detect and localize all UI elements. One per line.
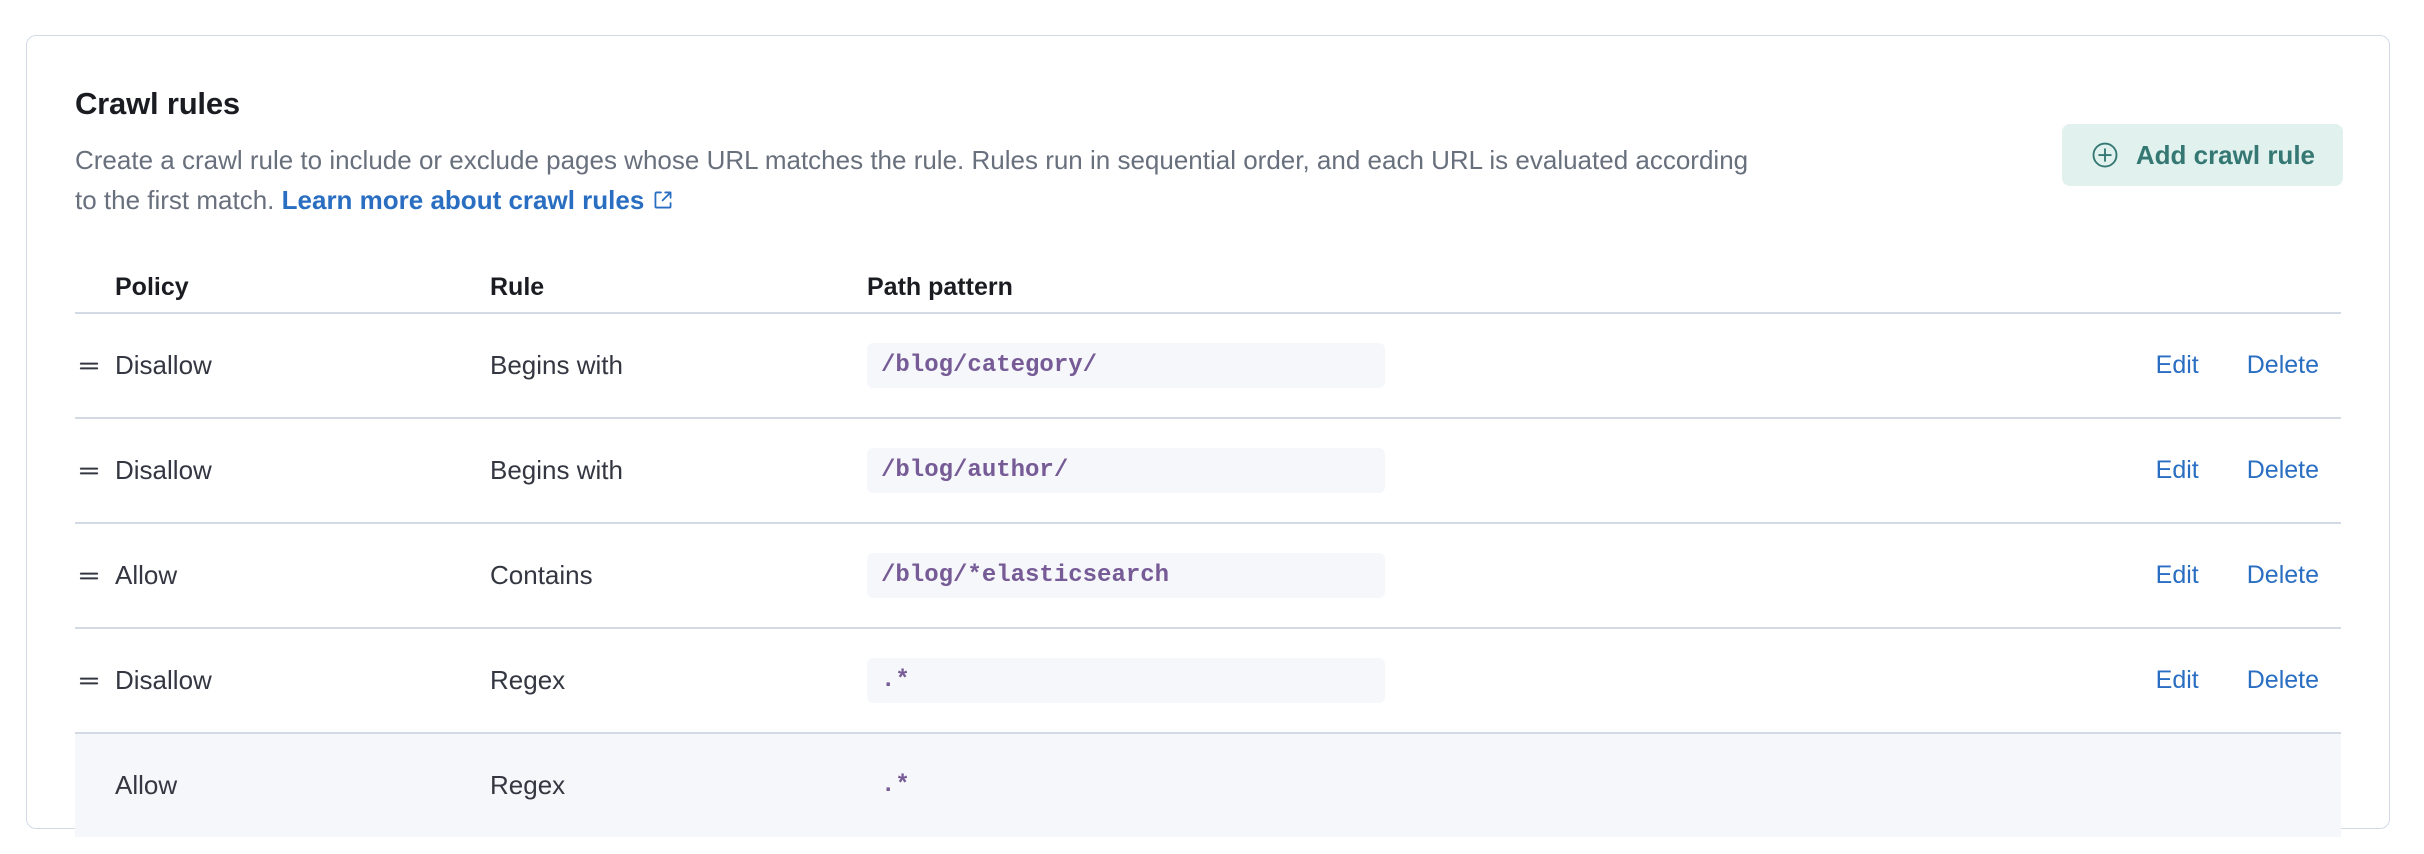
cell-actions: Edit Delete bbox=[2051, 666, 2341, 695]
drag-handle-icon[interactable] bbox=[75, 562, 103, 590]
cell-path-pattern: /blog/*elasticsearch bbox=[867, 553, 2051, 598]
description-text: Create a crawl rule to include or exclud… bbox=[75, 145, 1749, 215]
edit-link[interactable]: Edit bbox=[2155, 666, 2199, 694]
cell-policy: Disallow bbox=[115, 665, 212, 695]
path-pattern-value: .* bbox=[867, 658, 1385, 703]
row-handle-cell bbox=[75, 457, 115, 485]
row-handle-cell bbox=[75, 562, 115, 590]
cell-rule: Regex bbox=[490, 665, 566, 695]
cell-rule: Begins with bbox=[490, 350, 623, 380]
drag-handle-icon[interactable] bbox=[75, 457, 103, 485]
path-pattern-value: /blog/*elasticsearch bbox=[867, 553, 1385, 598]
column-header-policy: Policy bbox=[115, 273, 189, 301]
drag-handle-icon[interactable] bbox=[75, 352, 103, 380]
delete-link[interactable]: Delete bbox=[2246, 351, 2319, 379]
path-pattern-value: .* bbox=[881, 772, 910, 799]
row-handle-cell bbox=[75, 667, 115, 695]
table-header-row: Policy Rule Path pattern bbox=[75, 264, 2341, 314]
delete-link[interactable]: Delete bbox=[2246, 666, 2319, 694]
path-pattern-value: /blog/category/ bbox=[867, 343, 1385, 388]
edit-link[interactable]: Edit bbox=[2155, 456, 2199, 484]
cell-rule: Regex bbox=[490, 770, 566, 800]
edit-link[interactable]: Edit bbox=[2155, 561, 2199, 589]
add-crawl-rule-label: Add crawl rule bbox=[2135, 139, 2315, 170]
crawl-rules-card: Crawl rules Create a crawl rule to inclu… bbox=[26, 35, 2390, 837]
cell-rule: Contains bbox=[490, 560, 593, 590]
table-row: Disallow Begins with/blog/category/Edit De… bbox=[75, 314, 2341, 419]
cell-path-pattern: /blog/category/ bbox=[867, 343, 2051, 388]
plus-in-circle-icon bbox=[2090, 140, 2120, 170]
drag-handle-icon[interactable] bbox=[75, 667, 103, 695]
card-description: Create a crawl rule to include or exclud… bbox=[75, 140, 1765, 222]
table-row: Allow Regex .* bbox=[75, 734, 2341, 837]
external-link-icon bbox=[652, 182, 674, 222]
table-row: Disallow Begins with/blog/author/Edit Dele… bbox=[75, 419, 2341, 524]
cell-policy: Disallow bbox=[115, 350, 212, 380]
cell-policy: Disallow bbox=[115, 455, 212, 485]
cell-rule: Begins with bbox=[490, 455, 623, 485]
row-handle-cell bbox=[75, 352, 115, 380]
page-title: Crawl rules bbox=[75, 86, 240, 121]
add-crawl-rule-button[interactable]: Add crawl rule bbox=[2061, 124, 2343, 186]
cell-path-pattern: /blog/author/ bbox=[867, 448, 2051, 493]
edit-link[interactable]: Edit bbox=[2155, 351, 2199, 379]
learn-more-label: Learn more about crawl rules bbox=[281, 185, 645, 215]
cell-policy: Allow bbox=[115, 770, 178, 800]
learn-more-link[interactable]: Learn more about crawl rules bbox=[282, 185, 675, 215]
cell-actions: Edit Delete bbox=[2051, 351, 2341, 380]
column-header-rule: Rule bbox=[490, 273, 545, 301]
delete-link[interactable]: Delete bbox=[2246, 561, 2319, 589]
cell-path-pattern: .* bbox=[867, 772, 2051, 799]
table-row: Disallow Regex .* Edit Delete bbox=[75, 629, 2341, 734]
delete-link[interactable]: Delete bbox=[2246, 456, 2319, 484]
cell-policy: Allow bbox=[115, 560, 178, 590]
path-pattern-value: /blog/author/ bbox=[867, 448, 1385, 493]
table-row: Allow Contains/blog/*elasticsearch Edit Del… bbox=[75, 524, 2341, 629]
cell-actions: Edit Delete bbox=[2051, 561, 2341, 590]
cell-path-pattern: .* bbox=[867, 658, 2051, 703]
cell-actions: Edit Delete bbox=[2051, 456, 2341, 485]
column-header-path-pattern: Path pattern bbox=[867, 273, 1013, 301]
